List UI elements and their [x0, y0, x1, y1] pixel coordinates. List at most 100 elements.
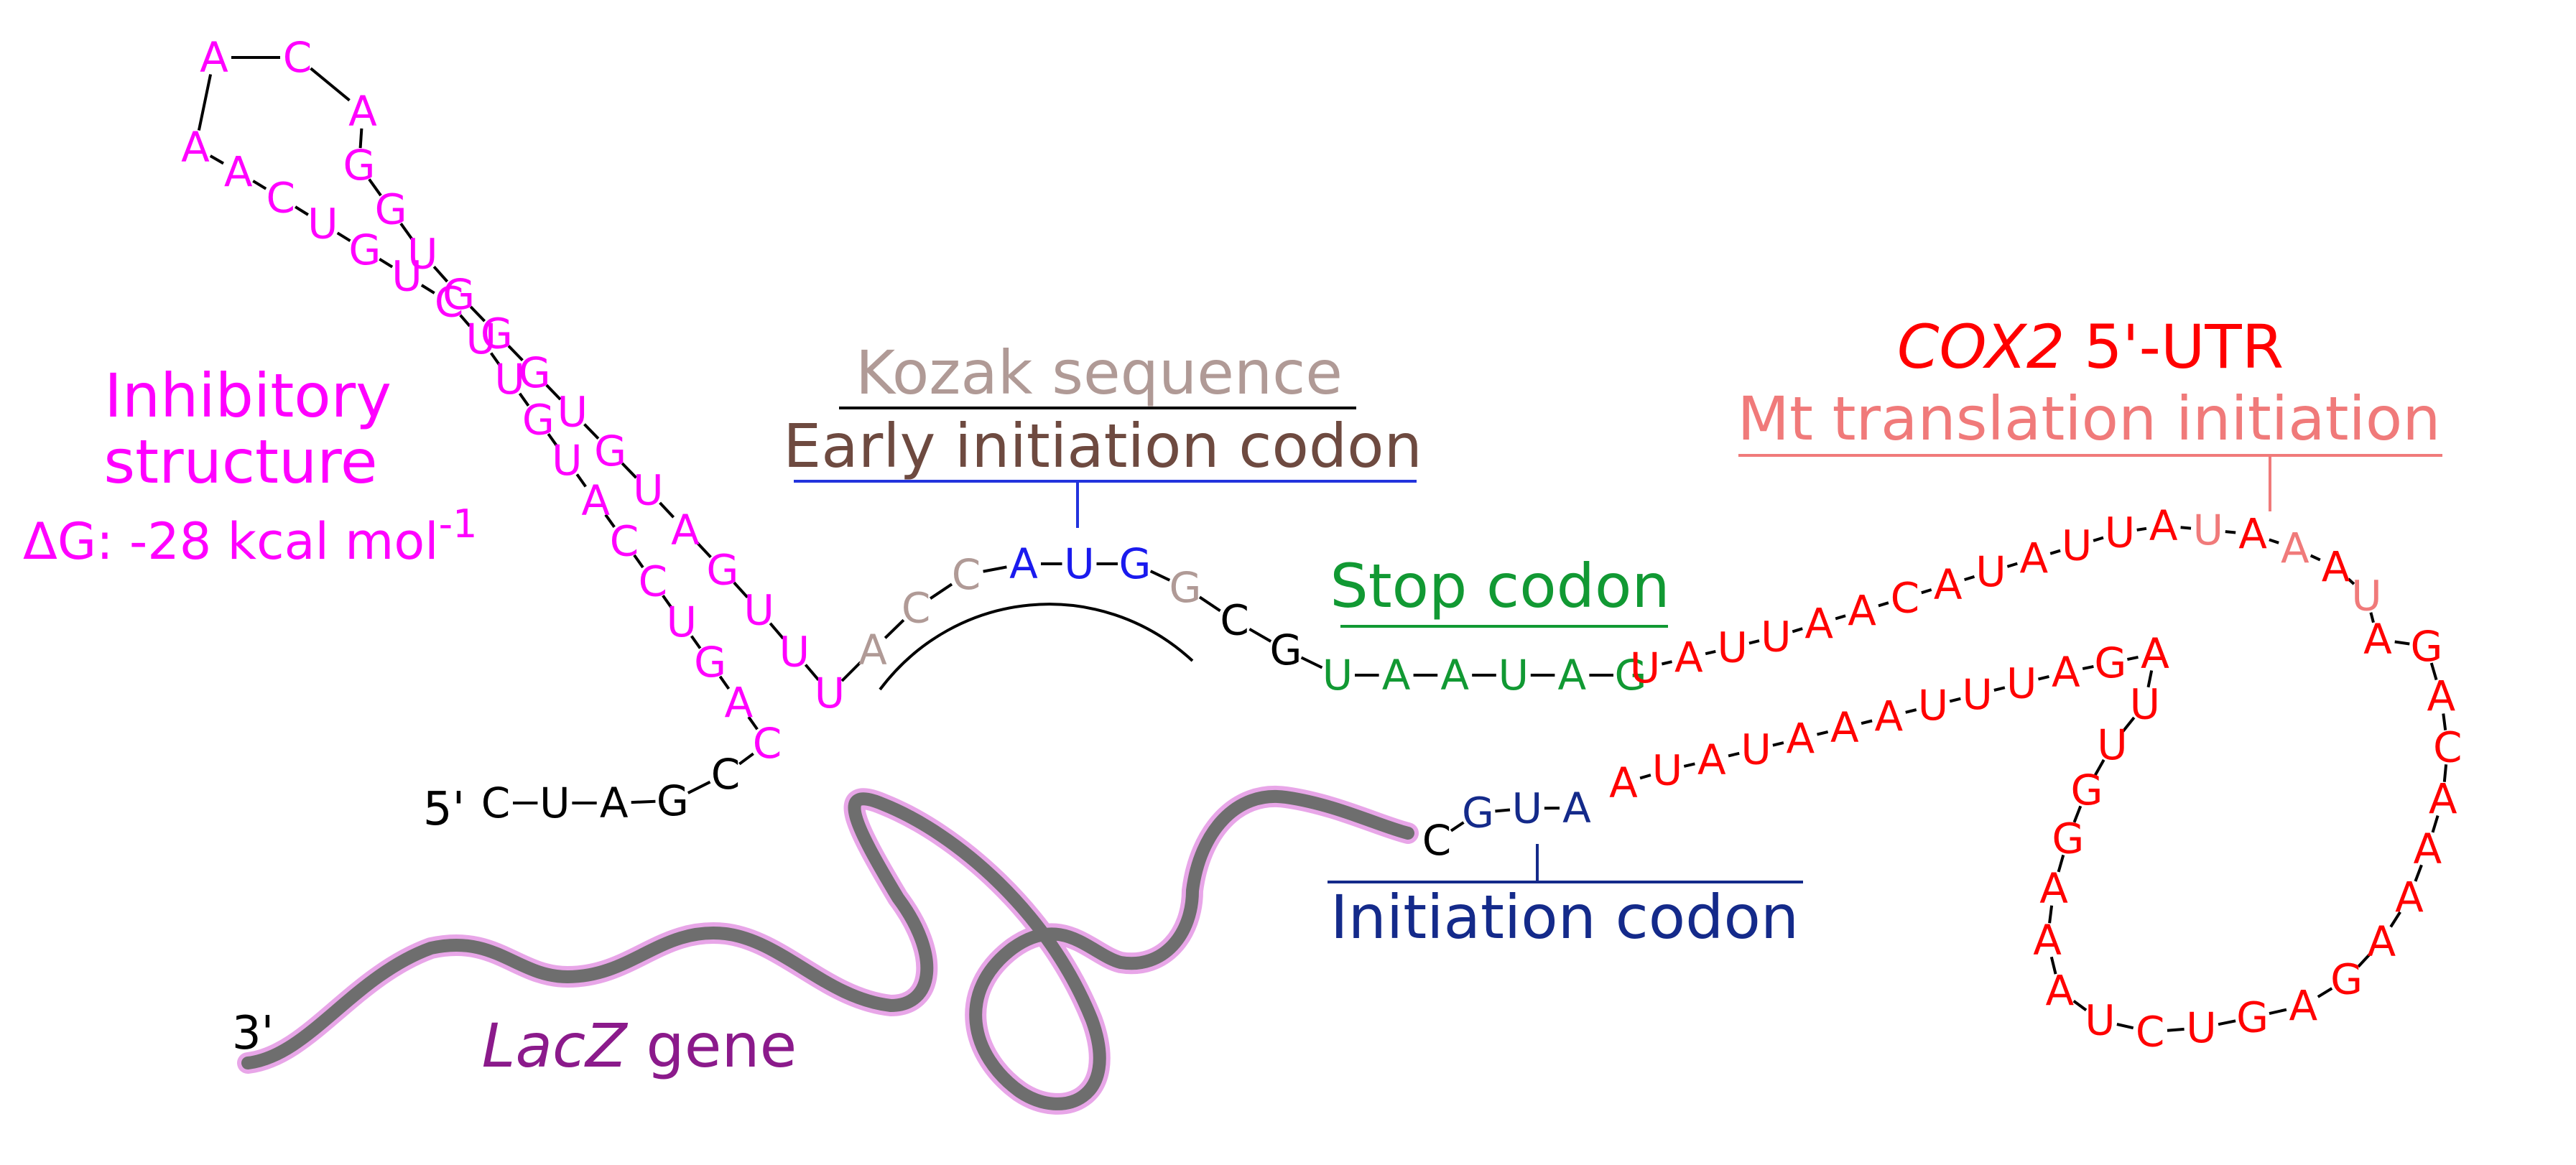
hairpin-left-nucleotide: U	[392, 251, 422, 300]
utr-upper-nucleotide: U	[1630, 644, 1660, 692]
backbone-bond	[489, 352, 501, 366]
hairpin-right-nucleotide: U	[815, 669, 845, 718]
early-aug-nucleotide: U	[1064, 539, 1094, 588]
kozak-nucleotide: C	[952, 550, 981, 599]
backbone-bond	[718, 675, 731, 690]
backbone-bond	[2309, 554, 2321, 562]
backbone-bond	[336, 231, 351, 243]
backbone-bond	[659, 501, 675, 519]
backbone-bond	[379, 257, 394, 269]
backbone-bond	[2049, 549, 2061, 555]
backbone-bond	[1705, 649, 1716, 656]
backbone-bond	[2094, 758, 2105, 776]
hairpin-left-nucleotide: C	[639, 557, 668, 606]
backbone-bond	[2414, 864, 2423, 882]
after-aug-nucleotide: G	[1270, 626, 1302, 674]
five-prime-label: 5'	[423, 783, 465, 836]
utr-right-nucleotide: A	[2289, 981, 2317, 1030]
hairpin-right-nucleotide: U	[743, 586, 774, 635]
hairpin-right-nucleotide: G	[343, 141, 376, 190]
backbone-bond	[2126, 655, 2139, 662]
utr-right-nucleotide: A	[2429, 775, 2457, 824]
hairpin-left-nucleotide: C	[266, 173, 295, 222]
rna-backbone	[197, 56, 2448, 1032]
hairpin-left-nucleotide: U	[494, 355, 524, 404]
utr-right-nucleotide: A	[2039, 864, 2068, 913]
hairpin-left-nucleotide: G	[694, 638, 726, 687]
utr-right-nucleotide: A	[2045, 966, 2074, 1015]
backbone-bond	[983, 565, 1007, 573]
inhibitory-label-line1: Inhibitory	[104, 361, 392, 431]
utr-upper-nucleotide: U	[1975, 547, 2006, 596]
backbone-bond	[2167, 1027, 2184, 1032]
backbone-bond	[1949, 697, 1961, 703]
utr-right-nucleotide: A	[2414, 825, 2442, 873]
inhibitory-label-line2: structure	[103, 427, 377, 497]
backbone-bond	[2093, 536, 2104, 542]
backbone-bond	[2121, 716, 2136, 733]
backbone-bond	[1495, 808, 1511, 813]
utr-upper-nucleotide: U	[1717, 623, 1747, 672]
hairpin-left-nucleotide: A	[224, 148, 253, 197]
backbone-bond	[518, 392, 530, 407]
backbone-bond	[1748, 639, 1760, 645]
utr-right-nucleotide: A	[2427, 672, 2455, 721]
utr-upper-nucleotide: A	[2281, 524, 2309, 573]
backbone-bond	[547, 432, 559, 447]
utr-lower-nucleotide: A	[1875, 692, 1904, 741]
kozak-label: Kozak sequence	[856, 338, 1343, 408]
hairpin-left-nucleotide: U	[307, 200, 338, 249]
utr-upper-nucleotide: U	[2193, 506, 2223, 554]
utr-right-nucleotide: G	[2411, 622, 2443, 671]
backbone-bond	[1835, 614, 1846, 621]
hairpin-left-nucleotide: A	[581, 476, 610, 525]
lacz-gene-text: gene	[627, 1011, 797, 1081]
hairpin-right-nucleotide: G	[481, 309, 513, 358]
backbone-bond	[929, 582, 953, 600]
backbone-bond	[2357, 953, 2371, 968]
stop-codon-label: Stop codon	[1330, 551, 1669, 621]
backbone-bond	[1728, 751, 1740, 758]
mt-init-label: Mt translation initiation	[1737, 384, 2440, 454]
cox2-utr-text: 5'-UTR	[2065, 312, 2284, 382]
backbone-bond	[804, 664, 820, 681]
hairpin-right-nucleotide: G	[519, 348, 551, 397]
five-prime-nucleotide: U	[539, 779, 570, 827]
backbone-bond	[583, 423, 600, 440]
backbone-bond	[358, 128, 363, 149]
three-prime-label: 3'	[232, 1007, 274, 1060]
utr-right-nucleotide: U	[2186, 1003, 2216, 1052]
utr-lower-nucleotide: U	[1918, 681, 1948, 730]
kozak-arc	[879, 603, 1194, 691]
backbone-bond	[420, 284, 435, 294]
backbone-bond	[1861, 719, 1873, 725]
backbone-bond	[1772, 741, 1784, 747]
utr-right-nucleotide: A	[2033, 916, 2062, 965]
backbone-bond	[197, 74, 213, 131]
backbone-bond	[399, 223, 414, 241]
delta-g-superscript: -1	[439, 501, 478, 547]
backbone-bond	[2180, 526, 2192, 530]
hairpin-right-nucleotide: U	[633, 465, 663, 514]
backbone-bond	[2038, 674, 2049, 681]
backbone-bond	[310, 67, 351, 102]
backbone-bond	[1248, 628, 1272, 643]
five-prime-nucleotide: A	[600, 779, 629, 827]
backbone-bond	[252, 180, 267, 190]
utr-upper-nucleotide: A	[1848, 586, 1876, 635]
utr-right-nucleotide: U	[2130, 679, 2160, 728]
hairpin-left-nucleotide: C	[610, 516, 639, 565]
utr-upper-nucleotide: U	[2351, 572, 2381, 621]
backbone-bond	[2057, 854, 2065, 873]
backbone-bond	[575, 473, 587, 488]
backbone-bond	[1683, 762, 1695, 768]
utr-lower-nucleotide: U	[1962, 670, 1992, 719]
five-prime-nucleotide: G	[657, 776, 689, 825]
utr-lower-nucleotide: A	[1786, 714, 1815, 763]
backbone-bond	[2006, 562, 2018, 568]
backbone-bond	[2369, 612, 2375, 623]
after-aug-nucleotide: C	[1220, 596, 1249, 645]
hairpin-left-nucleotide: A	[181, 123, 210, 172]
backbone-bond	[2136, 526, 2147, 532]
backbone-bond	[769, 622, 784, 640]
